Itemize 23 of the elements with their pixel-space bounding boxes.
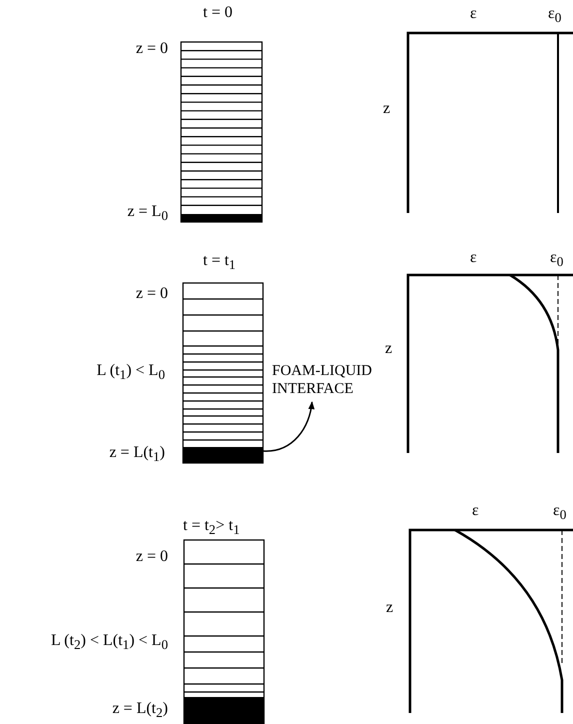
axis-label: ε$_{0}$: [553, 502, 566, 524]
liquid-layer: [183, 447, 263, 463]
axis-label: z: [383, 100, 390, 118]
time-label: t = t$_{1}$: [203, 252, 236, 274]
height-label: L (t$_{1}$) < L$_{0}$: [96, 362, 165, 384]
axis-label: ε: [470, 5, 477, 23]
depth-label: z = L$_{0}$: [127, 203, 168, 226]
axis-label: ε: [472, 502, 479, 520]
height-label: L (t$_{2}$) < L(t$_{1}$) < L$_{0}$: [51, 632, 168, 654]
axis-label: z: [386, 599, 394, 617]
axis-label: z: [385, 340, 392, 358]
axis-label: ε$_{0}$: [550, 249, 564, 272]
depth-label: z = 0: [136, 285, 168, 303]
depth-label: z = 0: [136, 40, 168, 58]
time-label: t = 0: [203, 4, 232, 22]
depth-label: z = L(t$_{2}$): [112, 700, 168, 722]
interface-label: FOAM-LIQUID INTERFACE: [272, 362, 384, 398]
depth-label: z = L(t$_{1}$): [109, 444, 165, 466]
axis-label: ε$_{0}$: [548, 5, 562, 28]
depth-label: z = 0: [136, 548, 168, 566]
axis-label: ε: [470, 249, 477, 267]
time-label: t = t$_{2}$> t$_{1}$: [183, 517, 240, 540]
leader-arrow: [263, 401, 314, 452]
